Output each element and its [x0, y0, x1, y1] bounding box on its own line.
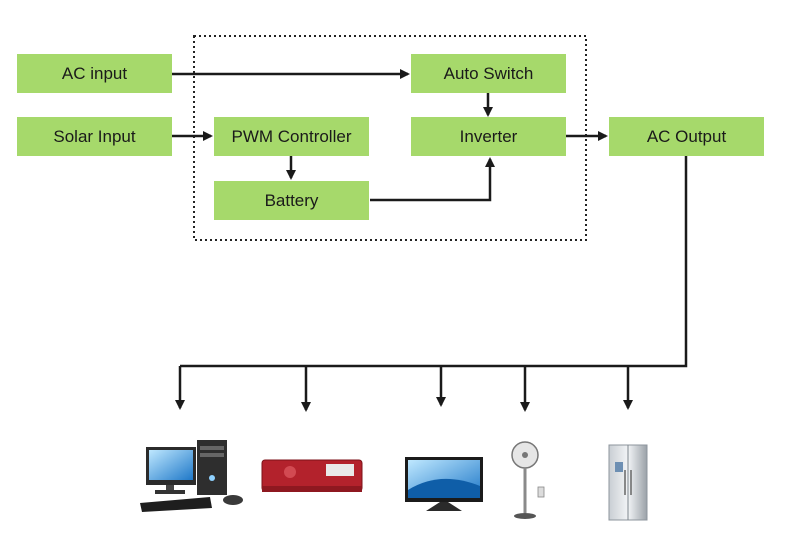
ac-output-block: AC Output	[609, 117, 764, 156]
fan-icon	[511, 441, 545, 519]
controller-enclosure	[193, 35, 587, 241]
refrigerator-icon	[608, 444, 648, 521]
computer-icon	[140, 440, 243, 512]
inverter-block: Inverter	[411, 117, 566, 156]
output-bus	[180, 156, 688, 368]
arrow-battery-to-inverter	[370, 157, 495, 202]
tv-icon	[405, 457, 483, 511]
pwm-controller-block: PWM Controller	[214, 117, 369, 156]
solar-input-block: Solar Input	[17, 117, 172, 156]
auto-switch-block: Auto Switch	[411, 54, 566, 93]
battery-block: Battery	[214, 181, 369, 220]
ac-input-block: AC input	[17, 54, 172, 93]
air-conditioner-icon	[261, 459, 363, 492]
